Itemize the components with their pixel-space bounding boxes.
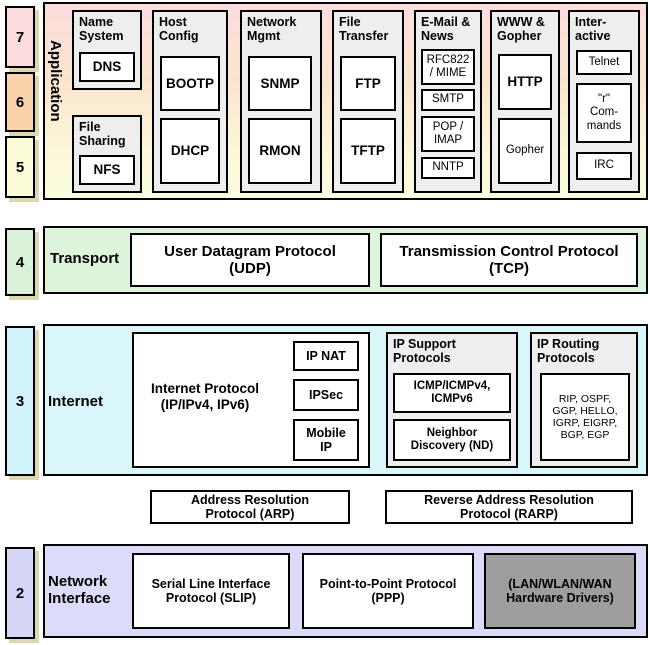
protocol-box-rfc822-mime[interactable]: RFC822 / MIME [421, 49, 475, 85]
protocol-box-smtp[interactable]: SMTP [421, 89, 475, 111]
group-www-gopher-title: WWW & Gopher [497, 15, 545, 43]
internet-protocol-label: Internet Protocol (IP/IPv4, IPv6) [150, 381, 259, 413]
layer-tab-6: 6 [5, 72, 35, 132]
group-email-news-title: E-Mail & News [421, 15, 471, 43]
group-interactive-title: Inter- active [575, 15, 611, 43]
layer-tab-4-label: 4 [15, 253, 25, 271]
protocol-box-ip-nat[interactable]: IP NAT [293, 341, 359, 371]
protocol-box-neighbor-discovery[interactable]: Neighbor Discovery (ND) [393, 419, 511, 461]
protocol-box-dhcp[interactable]: DHCP [160, 118, 220, 184]
protocol-box-bootp[interactable]: BOOTP [160, 56, 220, 111]
application-layer-label: Application [46, 40, 64, 122]
group-file-transfer-title: File Transfer [339, 15, 389, 43]
protocol-box-r-commands[interactable]: "r" Com- mands [576, 83, 632, 143]
layer-tab-5: 5 [5, 136, 35, 198]
protocol-box-slip[interactable]: Serial Line Interface Protocol (SLIP) [132, 553, 290, 629]
protocol-box-rarp[interactable]: Reverse Address Resolution Protocol (RAR… [385, 490, 633, 524]
protocol-box-mobile-ip[interactable]: Mobile IP [293, 419, 359, 461]
layer-tab-3: 3 [5, 326, 35, 476]
layer-tab-5-label: 5 [15, 158, 25, 176]
protocol-box-udp[interactable]: User Datagram Protocol (UDP) [130, 233, 370, 287]
protocol-box-ppp[interactable]: Point-to-Point Protocol (PPP) [302, 553, 474, 629]
protocol-box-nntp[interactable]: NNTP [421, 157, 475, 179]
layer-tab-2-label: 2 [15, 584, 25, 602]
layer-tab-4: 4 [5, 228, 35, 296]
protocol-box-pop-imap[interactable]: POP / IMAP [421, 116, 475, 152]
internet-layer-label: Internet [48, 393, 104, 410]
group-ip-support-protocols-title: IP Support Protocols [393, 337, 456, 365]
protocol-box-hardware-drivers[interactable]: (LAN/WLAN/WAN Hardware Drivers) [484, 553, 636, 629]
protocol-box-ipsec[interactable]: IPSec [293, 379, 359, 411]
protocol-box-tcp[interactable]: Transmission Control Protocol (TCP) [380, 233, 638, 287]
protocol-box-snmp[interactable]: SNMP [248, 56, 312, 111]
group-network-mgmt-title: Network Mgmt [247, 15, 297, 43]
group-ip-routing-protocols-title: IP Routing Protocols [537, 337, 600, 365]
protocol-box-nfs[interactable]: NFS [79, 155, 135, 185]
layer-tab-7-label: 7 [15, 28, 25, 46]
transport-layer-label: Transport [50, 250, 120, 267]
protocol-box-http[interactable]: HTTP [498, 54, 552, 110]
protocol-box-irc[interactable]: IRC [576, 152, 632, 180]
group-name-system-title: Name System [79, 15, 124, 43]
protocol-box-tftp[interactable]: TFTP [340, 118, 396, 184]
layer-tab-2: 2 [5, 547, 35, 639]
layer-tab-6-label: 6 [15, 93, 25, 111]
layer-tab-7: 7 [5, 6, 35, 68]
layer-tab-3-label: 3 [15, 392, 25, 410]
protocol-box-gopher[interactable]: Gopher [498, 118, 552, 184]
protocol-box-arp[interactable]: Address Resolution Protocol (ARP) [150, 490, 350, 524]
protocol-box-telnet[interactable]: Telnet [576, 50, 632, 75]
protocol-box-routing-protocols[interactable]: RIP, OSPF, GGP, HELLO, IGRP, EIGRP, BGP,… [540, 373, 630, 461]
network-interface-layer-label: Network Interface [48, 573, 111, 607]
group-host-config-title: Host Config [159, 15, 199, 43]
protocol-box-dns[interactable]: DNS [79, 52, 135, 82]
protocol-box-ftp[interactable]: FTP [340, 56, 396, 111]
group-file-sharing-title: File Sharing [79, 120, 126, 148]
protocol-box-rmon[interactable]: RMON [248, 118, 312, 184]
protocol-box-icmp[interactable]: ICMP/ICMPv4, ICMPv6 [393, 373, 511, 413]
